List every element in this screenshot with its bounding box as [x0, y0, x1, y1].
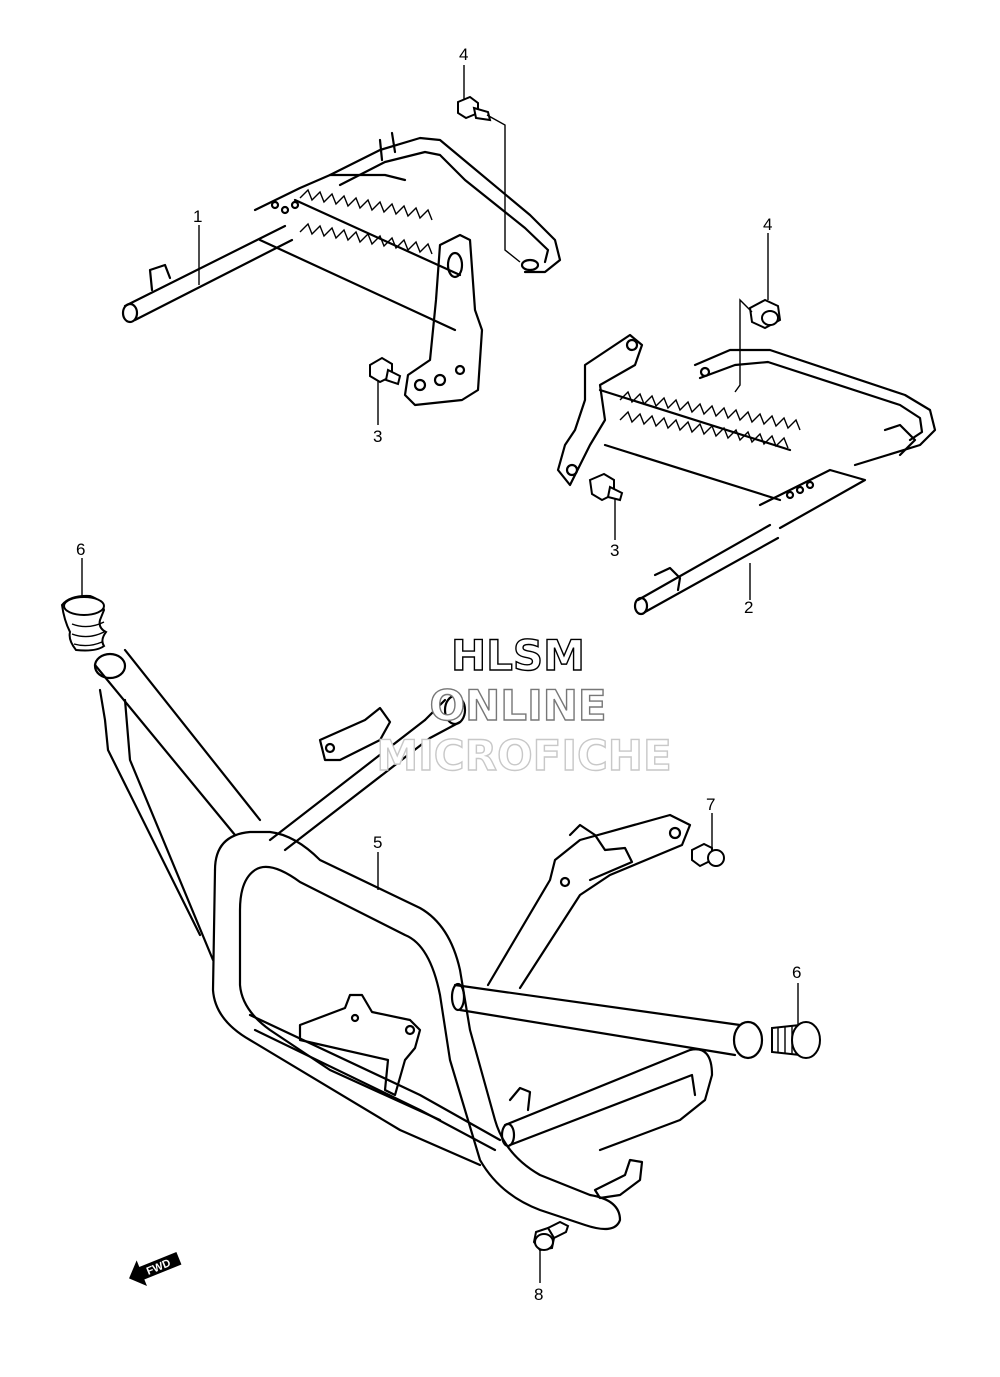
callout-8: 8 — [534, 1285, 543, 1304]
watermark: HLSM ONLINE MICROFICHE — [376, 630, 673, 780]
callout-3-right: 3 — [610, 541, 619, 560]
callout-4-upper: 4 — [459, 45, 468, 64]
bolt-3-left — [369, 356, 402, 386]
callout-5: 5 — [373, 833, 382, 852]
watermark-line-1: HLSM — [451, 631, 585, 680]
bolt-3-right — [588, 472, 624, 502]
callouts: 1 2 3 3 4 4 5 6 6 7 8 — [76, 45, 801, 1304]
watermark-line-3: MICROFICHE — [376, 731, 671, 780]
forward-arrow-icon: FWD — [129, 1251, 182, 1287]
bolt-4-upper — [457, 95, 492, 122]
bolt-7 — [691, 842, 725, 868]
callout-4-right: 4 — [763, 215, 772, 234]
part-2-footrest-right — [556, 333, 937, 616]
callout-6-left: 6 — [76, 540, 85, 559]
fwd-label: FWD — [145, 1257, 173, 1278]
part-5-front-guard — [93, 648, 764, 1231]
cap-6-left — [60, 594, 108, 652]
callout-3-left: 3 — [373, 427, 382, 446]
bolt-8 — [532, 1220, 570, 1252]
callout-1: 1 — [193, 207, 202, 226]
part-1-footrest-left — [121, 131, 562, 407]
watermark-line-2: ONLINE — [429, 681, 606, 730]
cap-6-right — [771, 1021, 821, 1059]
callout-2: 2 — [744, 598, 753, 617]
callout-7: 7 — [706, 795, 715, 814]
callout-6-right: 6 — [792, 963, 801, 982]
bolt-4-right — [748, 298, 782, 330]
leader-lines — [81, 65, 799, 1283]
